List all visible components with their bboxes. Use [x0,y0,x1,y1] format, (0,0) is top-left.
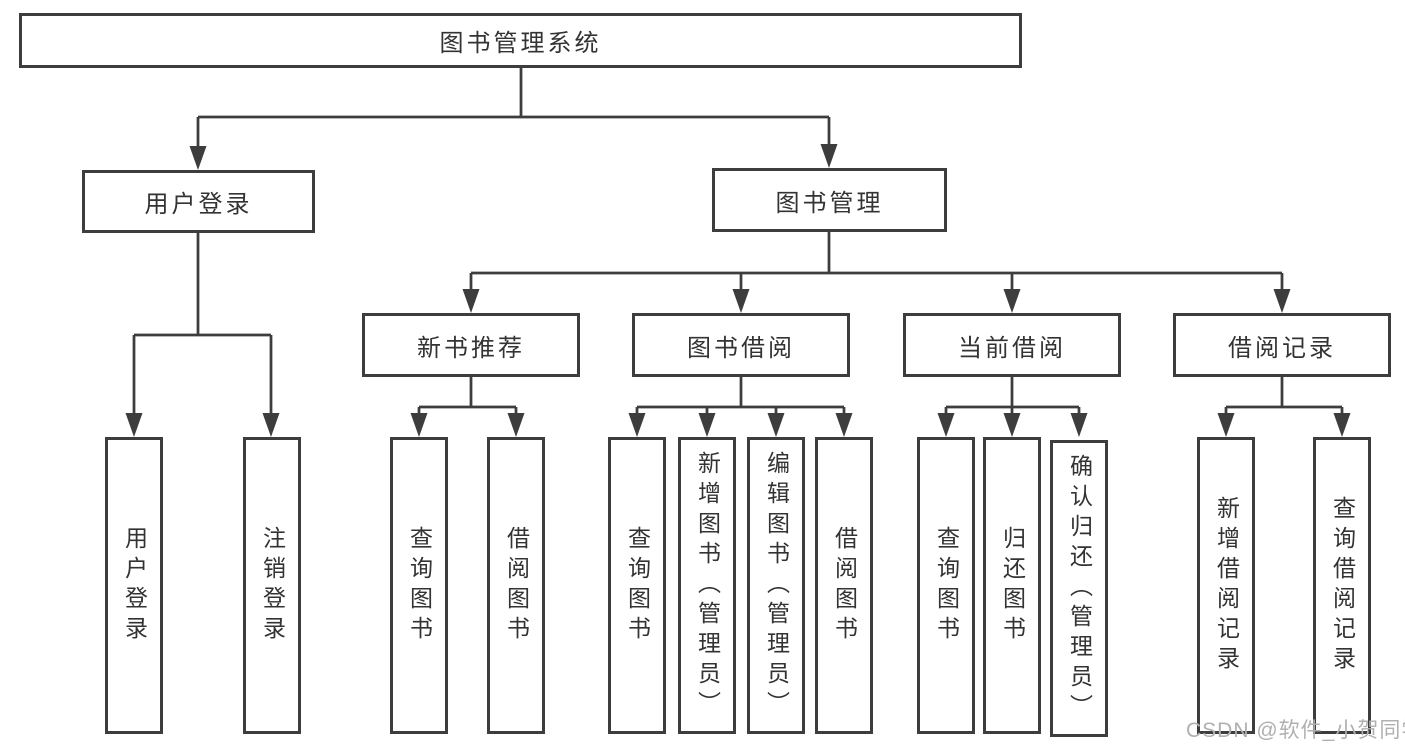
node-borrowing-records: 借阅记录 [1173,313,1391,377]
arrowheads [125,144,1351,437]
node-label: 图书管理系统 [439,30,602,57]
node-new-book-recommendation: 新书推荐 [362,313,580,377]
node-label: 当前借阅 [958,334,1066,362]
node-label: 借阅记录 [1228,334,1336,362]
node-label: 图书借阅 [687,334,795,362]
node-library-management-system: 图书管理系统 [19,13,1022,68]
node-label: 查询借阅记录 [1329,495,1356,676]
leaf-borrowing-query-books: 查询图书 [608,437,666,734]
node-label: 借阅图书 [503,525,530,646]
node-label: 归还图书 [999,525,1026,646]
leaf-current-return-books: 归还图书 [983,437,1041,734]
node-label: 用户登录 [121,525,148,646]
node-label: 新增图书（管理员） [694,450,721,721]
node-label: 新增借阅记录 [1213,495,1240,676]
csdn-watermark: CSDN @软件_小贺同学 [1186,719,1405,742]
node-user-login: 用户登录 [82,170,315,233]
node-label: 查询图书 [624,525,651,646]
node-label: 查询图书 [933,525,960,646]
node-label: 用户登录 [144,191,253,218]
node-label: 借阅图书 [831,525,858,646]
leaf-records-query-borrow-record: 查询借阅记录 [1313,437,1371,734]
leaf-current-query-books: 查询图书 [917,437,975,734]
leaf-current-confirm-return-admin: 确认归还（管理员） [1050,440,1108,737]
leaf-recommend-borrow-books: 借阅图书 [487,437,545,734]
leaf-user-login: 用户登录 [105,437,163,734]
leaf-borrowing-edit-books-admin: 编辑图书（管理员） [747,437,805,734]
leaf-logout: 注销登录 [243,437,301,734]
node-label: 注销登录 [259,525,286,646]
leaf-recommend-query-books: 查询图书 [390,437,448,734]
node-current-borrowing: 当前借阅 [903,313,1121,377]
node-book-borrowing: 图书借阅 [632,313,850,377]
leaf-records-add-borrow-record: 新增借阅记录 [1197,437,1255,734]
node-label: 查询图书 [406,525,433,646]
node-label: 新书推荐 [417,334,525,362]
leaf-borrowing-borrow-books: 借阅图书 [815,437,873,734]
node-label: 确认归还（管理员） [1066,453,1093,724]
node-label: 图书管理 [775,189,884,217]
node-book-management: 图书管理 [712,168,947,232]
leaf-borrowing-add-books-admin: 新增图书（管理员） [678,437,736,734]
node-label: 编辑图书（管理员） [763,450,790,721]
